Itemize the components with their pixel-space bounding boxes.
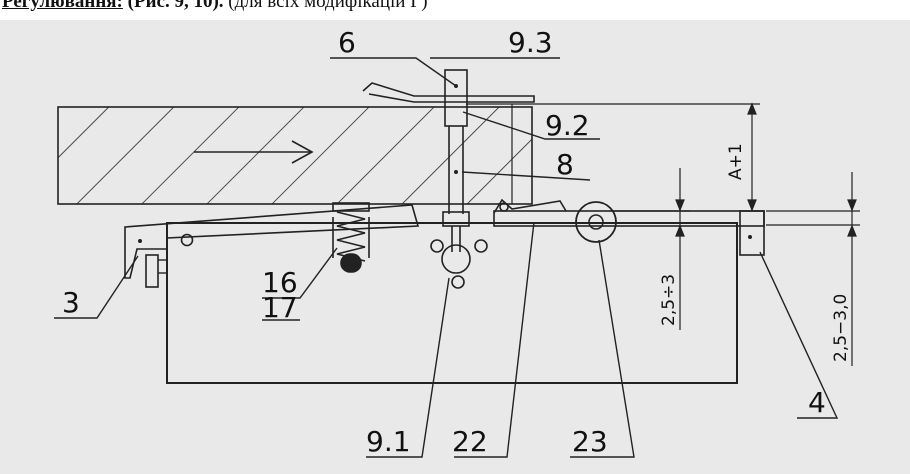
label-8: 8 — [556, 148, 574, 181]
left-lever — [124, 204, 420, 279]
dim-gap-large: 2,5−3,0 — [831, 294, 851, 362]
main-body — [166, 222, 738, 384]
label-3: 3 — [62, 286, 80, 319]
header-term: Регулювання: — [2, 0, 123, 12]
mechanism-diagram: 6 9.3 9.2 8 3 16 17 9.1 22 23 4 A+1 2,5÷… — [54, 26, 860, 458]
direction-arrow — [194, 140, 314, 164]
rod-assembly — [442, 69, 470, 252]
header-note: (для всіх модифікацій Г) — [223, 0, 428, 12]
lever-6 — [362, 82, 535, 103]
label-9-3: 9.3 — [508, 26, 553, 59]
label-17: 17 — [262, 291, 298, 324]
latch-22 — [493, 198, 567, 214]
label-23: 23 — [572, 425, 608, 458]
dim-a-plus-1: A+1 — [726, 143, 746, 180]
cam-9-1 — [430, 239, 488, 289]
label-4: 4 — [808, 386, 826, 419]
label-16: 16 — [262, 266, 298, 299]
dimension-lines — [466, 102, 860, 366]
part-4-block — [739, 210, 765, 256]
lever-pin — [145, 254, 159, 288]
label-9-2: 9.2 — [545, 109, 590, 142]
header-figref: (Рис. 9, 10). — [122, 0, 224, 12]
header-text: Регулювання: (Рис. 9, 10). (для всіх мод… — [2, 0, 428, 13]
leader-lines — [54, 57, 839, 458]
label-22: 22 — [452, 425, 488, 458]
page-header: Регулювання: (Рис. 9, 10). (для всіх мод… — [0, 0, 910, 20]
spring — [332, 202, 370, 273]
dim-gap-small: 2,5÷3 — [659, 274, 679, 326]
workpiece — [57, 106, 533, 205]
roller-23 — [575, 201, 617, 243]
label-6: 6 — [338, 26, 356, 59]
label-9-1: 9.1 — [366, 425, 411, 458]
